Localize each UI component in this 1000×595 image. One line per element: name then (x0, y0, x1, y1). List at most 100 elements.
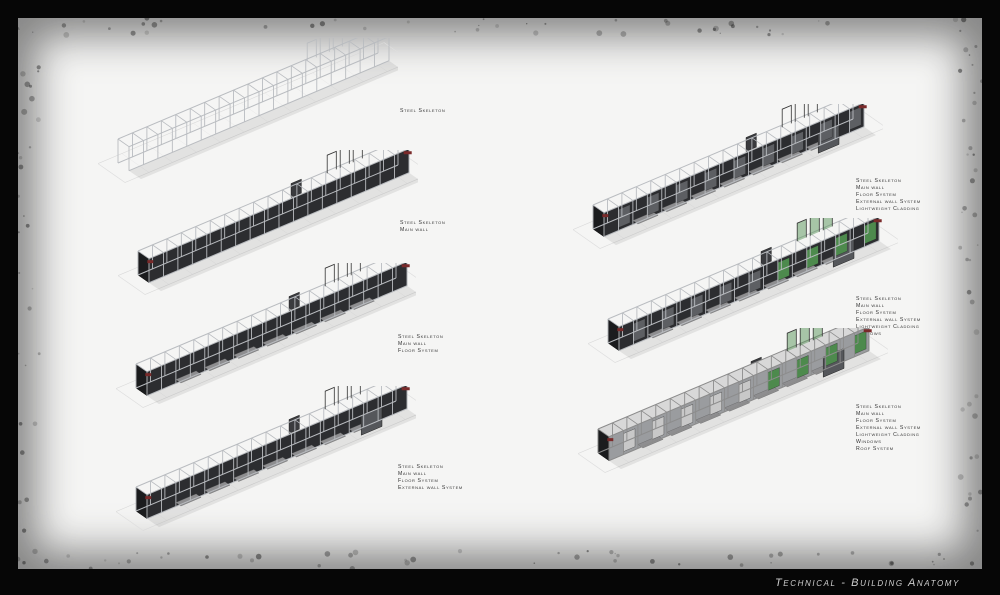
accent-detail (863, 329, 872, 333)
cast-shadow (147, 285, 416, 405)
steel-girder (618, 240, 880, 352)
stage-label-line: Windows (856, 439, 882, 445)
steel-beam (823, 106, 836, 116)
rooftop-frame (324, 263, 335, 287)
steel-girder (128, 38, 388, 148)
steel-beam (737, 143, 749, 152)
ground-grid-line (169, 133, 197, 153)
grunge-texture (18, 18, 982, 569)
steel-beam (771, 355, 783, 364)
steel-girder (128, 60, 390, 172)
cast-shadow (619, 240, 891, 360)
steel-beam (137, 250, 150, 260)
steel-girder (137, 164, 399, 276)
steel-girder (146, 408, 408, 520)
steel-beam (150, 357, 162, 366)
steel-beam (607, 318, 620, 328)
stage-label-line: Steel Skeleton (398, 334, 444, 340)
stage-label-line: Main wall (400, 227, 429, 233)
steel-beam (597, 428, 610, 438)
steel-beam (309, 413, 321, 422)
stage-2-diagram (118, 150, 418, 300)
steel-beam (132, 132, 144, 141)
steel-beam (166, 238, 179, 247)
steel-girder (135, 263, 377, 365)
steel-beam (655, 404, 668, 413)
steel-beam (366, 265, 379, 275)
ground-grid-line (116, 511, 144, 531)
stage-label-line: External wall System (856, 199, 921, 205)
steel-girder (146, 285, 408, 397)
steel-beam (164, 474, 177, 483)
steel-beam (348, 40, 361, 50)
steel-beam (253, 201, 265, 211)
stage-label-line: Floor System (398, 478, 439, 484)
rooftop-frame (324, 386, 335, 410)
accent-detail (403, 151, 412, 155)
steel-girder (137, 150, 379, 252)
ground-grid-line (383, 42, 398, 53)
steel-beam (651, 300, 663, 309)
rooftop-frame (781, 104, 792, 128)
steel-beam (612, 422, 624, 431)
rooftop-frame (352, 150, 363, 163)
service-tower (760, 246, 772, 266)
service-tower (290, 178, 302, 198)
steel-beam (354, 159, 366, 168)
steel-beam (207, 456, 220, 465)
steel-beam (856, 218, 865, 224)
stage-4-diagram (116, 386, 416, 536)
rooftop-frame (306, 38, 317, 62)
end-wall (135, 486, 148, 520)
steel-beam (209, 220, 222, 229)
steel-beam (384, 263, 393, 269)
steel-girder (117, 38, 359, 140)
accent-detail (401, 387, 410, 391)
steel-beam (233, 89, 245, 99)
steel-beam (207, 333, 220, 342)
stage-label-line: Main wall (856, 185, 885, 191)
steel-beam (636, 186, 648, 195)
steel-beam (727, 373, 740, 383)
steel-beam (742, 367, 754, 376)
steel-girder (146, 263, 406, 373)
steel-girder (603, 126, 865, 238)
steel-beam (280, 302, 292, 311)
steel-beam (384, 386, 393, 392)
steel-beam (669, 398, 682, 407)
stage-6-diagram (588, 218, 898, 368)
steel-beam (337, 278, 350, 287)
ground-grid-line (116, 388, 144, 408)
steel-beam (282, 189, 294, 198)
stage-label-line: External wall System (856, 425, 921, 431)
steel-beam (352, 272, 364, 281)
cast-shadow (149, 172, 418, 292)
steel-beam (352, 395, 364, 404)
steel-beam (722, 149, 735, 159)
rooftop-frame (337, 386, 348, 404)
stage-label-line: Steel Skeleton (856, 404, 902, 410)
steel-beam (339, 165, 352, 174)
stage-label-line: External wall System (856, 317, 921, 323)
ground-grid-line (240, 102, 269, 123)
steel-beam (713, 379, 725, 389)
steel-beam (251, 314, 263, 324)
ground-grid-line (573, 229, 601, 249)
steel-girder (146, 386, 406, 496)
stage-label-line: External wall System (398, 485, 463, 491)
ground-grid-line (118, 275, 146, 295)
steel-beam (592, 204, 605, 214)
steel-girder (135, 277, 397, 389)
steel-beam (236, 443, 249, 453)
steel-beam (607, 198, 619, 207)
steel-beam (267, 195, 280, 205)
stage-label-line: Steel Skeleton (398, 464, 444, 470)
stage-7-diagram (578, 328, 888, 478)
steel-beam (337, 401, 350, 410)
steel-beam (222, 450, 234, 459)
stage-label-line: Main wall (856, 411, 885, 417)
